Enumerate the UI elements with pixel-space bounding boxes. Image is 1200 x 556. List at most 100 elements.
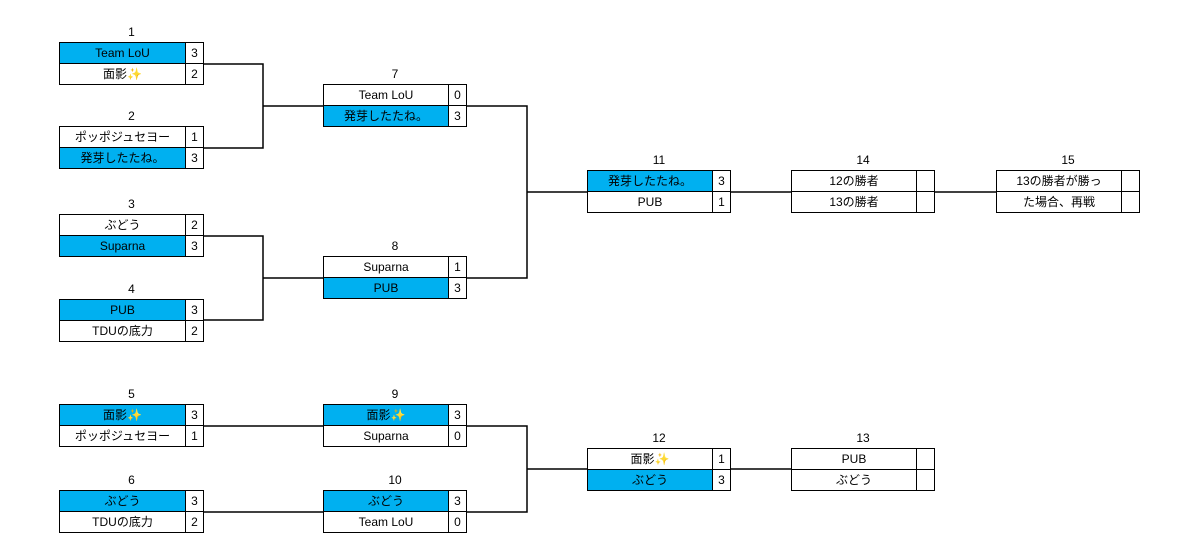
team-name: 発芽したたね。 (588, 171, 712, 191)
match-12: 12 面影✨ 1 ぶどう 3 (587, 431, 731, 491)
match-number: 9 (391, 387, 399, 401)
team-row: 12の勝者 (792, 171, 934, 191)
match-number: 4 (128, 282, 135, 296)
team-row: ポッポジュセヨー 1 (60, 425, 203, 446)
team-name: 面影✨ (60, 405, 185, 425)
team-score: 2 (185, 512, 203, 532)
team-score: 3 (712, 470, 730, 490)
team-score: 1 (185, 426, 203, 446)
team-row: PUB 3 (60, 300, 203, 320)
team-score: 1 (185, 127, 203, 147)
match-number: 6 (128, 473, 135, 487)
match-number: 13 (856, 431, 870, 445)
team-row: TDUの底力 2 (60, 320, 203, 341)
match-box: Team LoU 3 面影✨ 2 (59, 42, 204, 85)
match-box: 面影✨ 3 ポッポジュセヨー 1 (59, 404, 204, 447)
team-row: Suparna 3 (60, 235, 203, 256)
connector-9-10-to-12 (467, 425, 587, 513)
match-15: 15 13の勝者が勝っ た場合、再戦 (996, 153, 1140, 213)
team-score: 3 (185, 491, 203, 511)
team-score: 0 (448, 85, 466, 105)
team-name: PUB (637, 195, 663, 209)
team-row: TDUの底力 2 (60, 511, 203, 532)
team-name: PUB (60, 300, 185, 320)
team-name: Team LoU (358, 88, 414, 102)
team-score: 3 (185, 43, 203, 63)
team-row: 発芽したたね。 3 (324, 105, 466, 126)
match-number: 10 (388, 473, 402, 487)
connector-1-2-to-7 (204, 63, 323, 149)
team-name: た場合、再戦 (1022, 195, 1095, 209)
team-name: 面影✨ (324, 405, 448, 425)
team-score (1121, 171, 1139, 191)
match-box: Suparna 1 PUB 3 (323, 256, 467, 299)
match-box: Team LoU 0 発芽したたね。 3 (323, 84, 467, 127)
team-row: ぶどう (792, 469, 934, 490)
team-row: Suparna 0 (324, 425, 466, 446)
team-score: 3 (185, 300, 203, 320)
team-score (916, 171, 934, 191)
team-name: TDUの底力 (92, 515, 153, 529)
team-score: 3 (448, 278, 466, 298)
team-name: 発芽したたね。 (60, 148, 185, 168)
team-row: Suparna 1 (324, 257, 466, 277)
match-1: 1 Team LoU 3 面影✨ 2 (59, 25, 204, 85)
team-score: 2 (185, 321, 203, 341)
team-score: 2 (185, 64, 203, 84)
match-14: 14 12の勝者 13の勝者 (791, 153, 935, 213)
team-score: 1 (712, 449, 730, 469)
team-name: ぶどう (324, 491, 448, 511)
team-score: 3 (712, 171, 730, 191)
match-number: 7 (391, 67, 399, 81)
match-5: 5 面影✨ 3 ポッポジュセヨー 1 (59, 387, 204, 447)
team-score (916, 449, 934, 469)
match-number: 12 (652, 431, 666, 445)
team-row: 13の勝者が勝っ (997, 171, 1139, 191)
team-score: 1 (712, 192, 730, 212)
team-score: 2 (185, 215, 203, 235)
team-name: 面影✨ (630, 452, 670, 466)
match-box: 面影✨ 3 Suparna 0 (323, 404, 467, 447)
team-name: ポッポジュセヨー (74, 429, 171, 443)
team-name: TDUの底力 (92, 324, 153, 338)
team-score (916, 192, 934, 212)
team-row: ぶどう 3 (60, 491, 203, 511)
match-8: 8 Suparna 1 PUB 3 (323, 239, 467, 299)
team-name: 13の勝者 (829, 195, 879, 209)
team-score: 0 (448, 512, 466, 532)
connector-3-4-to-8 (204, 235, 323, 321)
team-score: 0 (448, 426, 466, 446)
match-box: ぶどう 2 Suparna 3 (59, 214, 204, 257)
match-box: 12の勝者 13の勝者 (791, 170, 935, 213)
match-number: 2 (128, 109, 135, 123)
team-row: ぶどう 2 (60, 215, 203, 235)
match-number: 8 (391, 239, 399, 253)
match-7: 7 Team LoU 0 発芽したたね。 3 (323, 67, 467, 127)
team-row: 発芽したたね。 3 (588, 171, 730, 191)
team-row: ぶどう 3 (324, 491, 466, 511)
match-9: 9 面影✨ 3 Suparna 0 (323, 387, 467, 447)
team-score: 3 (185, 236, 203, 256)
team-row: 13の勝者 (792, 191, 934, 212)
team-row: ポッポジュセヨー 1 (60, 127, 203, 147)
match-number: 14 (856, 153, 870, 167)
match-3: 3 ぶどう 2 Suparna 3 (59, 197, 204, 257)
team-row: 面影✨ 1 (588, 449, 730, 469)
team-name: Suparna (60, 236, 185, 256)
team-score (1121, 192, 1139, 212)
team-score: 3 (185, 405, 203, 425)
team-score: 3 (448, 106, 466, 126)
team-row: 面影✨ 2 (60, 63, 203, 84)
team-score: 3 (448, 491, 466, 511)
team-name: 13の勝者が勝っ (1016, 174, 1102, 188)
match-2: 2 ポッポジュセヨー 1 発芽したたね。 3 (59, 109, 204, 169)
match-11: 11 発芽したたね。 3 PUB 1 (587, 153, 731, 213)
match-box: ぶどう 3 Team LoU 0 (323, 490, 467, 533)
team-row: Team LoU 3 (60, 43, 203, 63)
team-name: PUB (324, 278, 448, 298)
match-6: 6 ぶどう 3 TDUの底力 2 (59, 473, 204, 533)
team-name: Team LoU (358, 515, 414, 529)
match-13: 13 PUB ぶどう (791, 431, 935, 491)
team-score: 3 (448, 405, 466, 425)
